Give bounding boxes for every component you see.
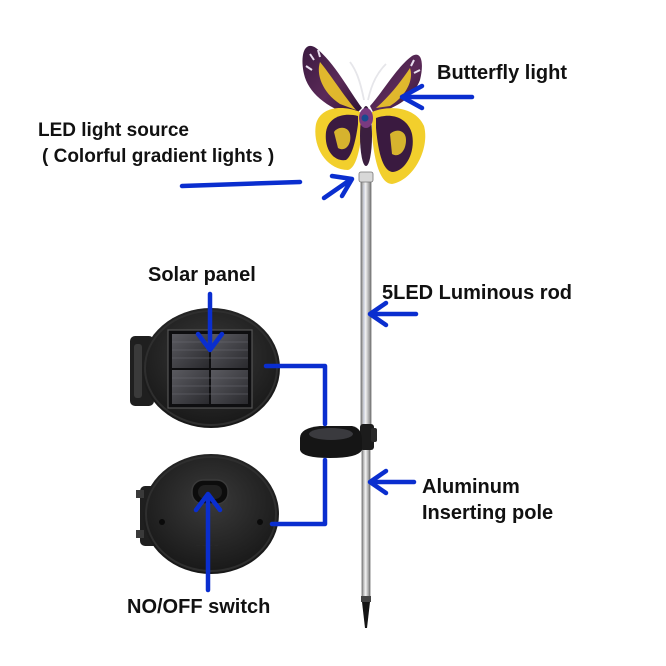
- arrow-butterfly: [399, 83, 475, 111]
- connector-back-to-head: [269, 457, 328, 527]
- label-aluminum-line2: Inserting pole: [422, 502, 554, 525]
- connector-solar-to-head: [263, 363, 328, 427]
- solar-cells: [172, 334, 248, 404]
- label-aluminum-line1: Aluminum: [422, 476, 520, 498]
- aluminum-inserting-pole: [361, 439, 371, 628]
- solar-panel-device: [130, 308, 280, 428]
- label-solar-panel: Solar panel: [148, 264, 256, 286]
- butterfly-light: [302, 45, 426, 184]
- label-aluminum-pole: Aluminum Inserting pole: [422, 474, 553, 527]
- label-led-line1: LED light source: [38, 120, 189, 141]
- arrow-switch: [193, 491, 223, 593]
- arrow-led-source: [179, 173, 355, 201]
- arrow-aluminum: [367, 468, 417, 496]
- arrow-rod: [367, 300, 419, 328]
- label-luminous-rod: 5LED Luminous rod: [382, 282, 572, 304]
- luminous-rod: [358, 171, 374, 434]
- label-led-line2: ( Colorful gradient lights ): [42, 145, 275, 167]
- solar-head-on-pole: [300, 424, 377, 458]
- label-on-off-switch: NO/OFF switch: [127, 596, 271, 618]
- label-led-light-source: LED light source ( Colorful gradient lig…: [38, 118, 274, 169]
- arrow-solar: [195, 291, 225, 353]
- label-butterfly-light: Butterfly light: [437, 62, 567, 84]
- on-off-switch: [191, 479, 229, 505]
